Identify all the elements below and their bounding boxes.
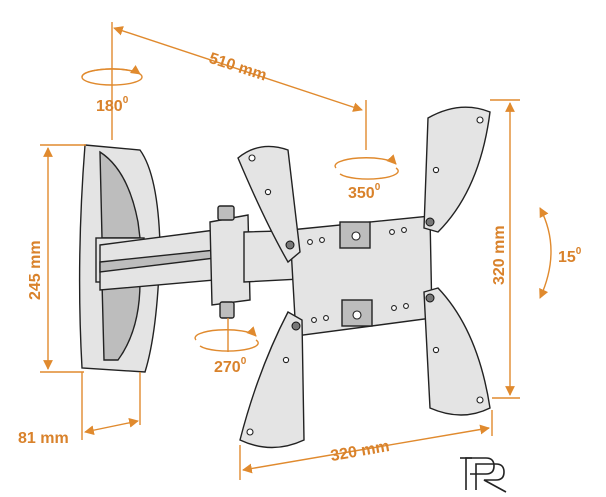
head-swivel-indicator: 3500 — [334, 154, 399, 202]
wall-depth-label: 81 mm — [18, 430, 69, 447]
wall-height-dimension: 245 mm — [27, 144, 86, 373]
wall-swivel-indicator: 1800 — [81, 64, 143, 115]
arm-swivel-indicator: 2700 — [194, 318, 259, 376]
wall-height-label: 245 mm — [27, 240, 44, 300]
arm-length-dimension: 510 mm — [111, 22, 367, 150]
vesa-rail-bracket — [289, 215, 433, 337]
vesa-arm-bottom-right — [423, 287, 491, 416]
tilt-label: 150 — [558, 246, 582, 266]
wall-depth-dimension: 81 mm — [18, 372, 141, 447]
vesa-arm-top-right — [423, 106, 491, 233]
brand-logo — [460, 457, 507, 493]
vesa-arm-top-left — [237, 145, 301, 264]
vesa-width-label: 320 mm — [329, 438, 391, 465]
arm-swivel-label: 2700 — [214, 356, 247, 376]
head-swivel-label: 3500 — [348, 182, 381, 202]
vesa-height-label: 320 mm — [491, 225, 508, 285]
wall-swivel-label: 1800 — [96, 95, 129, 115]
tilt-indicator: 150 — [539, 207, 582, 299]
arm-length-label: 510 mm — [207, 50, 269, 85]
vesa-height-dimension: 320 mm — [490, 99, 520, 399]
